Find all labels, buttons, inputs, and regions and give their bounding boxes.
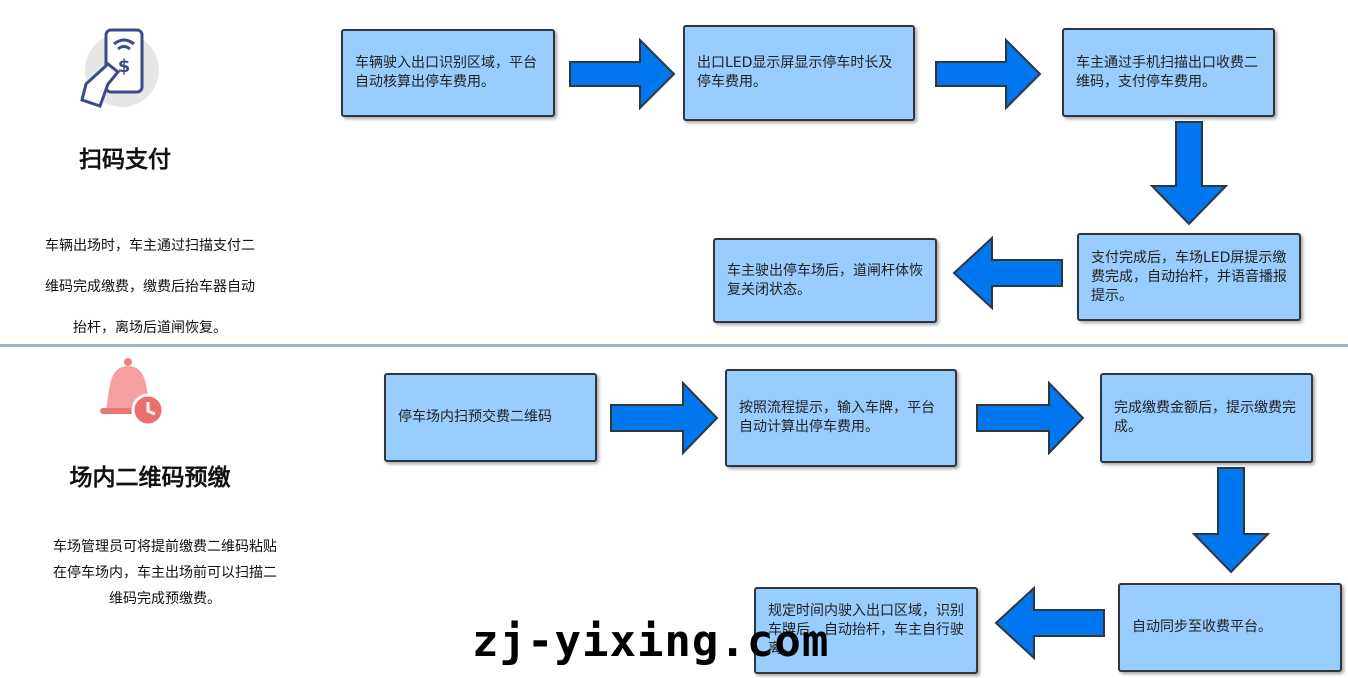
down-arrow-icon [1192,467,1270,574]
right-arrow-icon [935,38,1042,110]
flow-step: 按照流程提示，输入车牌，平台自动计算出停车费用。 [725,369,957,467]
section1-description: 车辆出场时，车主通过扫描支付二 维码完成缴费，缴费后抬车器自动 抬杆，离场后道闸… [10,226,290,349]
flow-step: 自动同步至收费平台。 [1118,583,1342,672]
section2-description: 车场管理员可将提前缴费二维码粘贴 在停车场内，车主出场前可以扫描二 维码完成预缴… [10,534,320,612]
phone-payment-icon: $ [78,24,162,112]
down-arrow-icon [1150,121,1228,226]
section-divider [0,344,1348,347]
bell-clock-icon [96,356,166,428]
desc-line: 车辆出场时，车主通过扫描支付二 [45,238,255,254]
right-arrow-icon [610,381,719,455]
flow-step: 车主通过手机扫描出口收费二维码，支付停车费用。 [1062,28,1275,117]
desc-line: 维码完成预缴费。 [109,591,221,607]
flow-step: 出口LED显示屏显示停车时长及停车费用。 [683,25,915,121]
right-arrow-icon [976,381,1085,455]
flow-step: 停车场内扫预交费二维码 [384,373,597,462]
flow-step: 车主驶出停车场后，道闸杆体恢复关闭状态。 [713,238,937,323]
svg-text:$: $ [118,56,131,77]
watermark: zj-yixing.com [472,616,830,667]
flow-step: 支付完成后，车场LED屏提示缴费完成，自动抬杆，并语音播报提示。 [1077,233,1301,321]
left-arrow-icon [952,236,1063,310]
desc-line: 车场管理员可将提前缴费二维码粘贴 [53,539,277,555]
desc-line: 在停车场内，车主出场前可以扫描二 [53,565,277,581]
section2-title: 场内二维码预缴 [69,464,231,491]
flow-step: 车辆驶入出口识别区域，平台自动核算出停车费用。 [341,29,555,117]
section1-title: 扫码支付 [79,146,171,173]
left-arrow-icon [994,586,1105,660]
right-arrow-icon [569,38,676,110]
desc-line: 抬杆，离场后道闸恢复。 [73,320,227,336]
desc-line: 维码完成缴费，缴费后抬车器自动 [45,279,255,295]
flow-step: 规定时间内驶入出口区域，识别车牌后，自动抬杆，车主自行驶离。 [754,587,978,674]
flow-step: 完成缴费金额后，提示缴费完成。 [1100,373,1313,463]
